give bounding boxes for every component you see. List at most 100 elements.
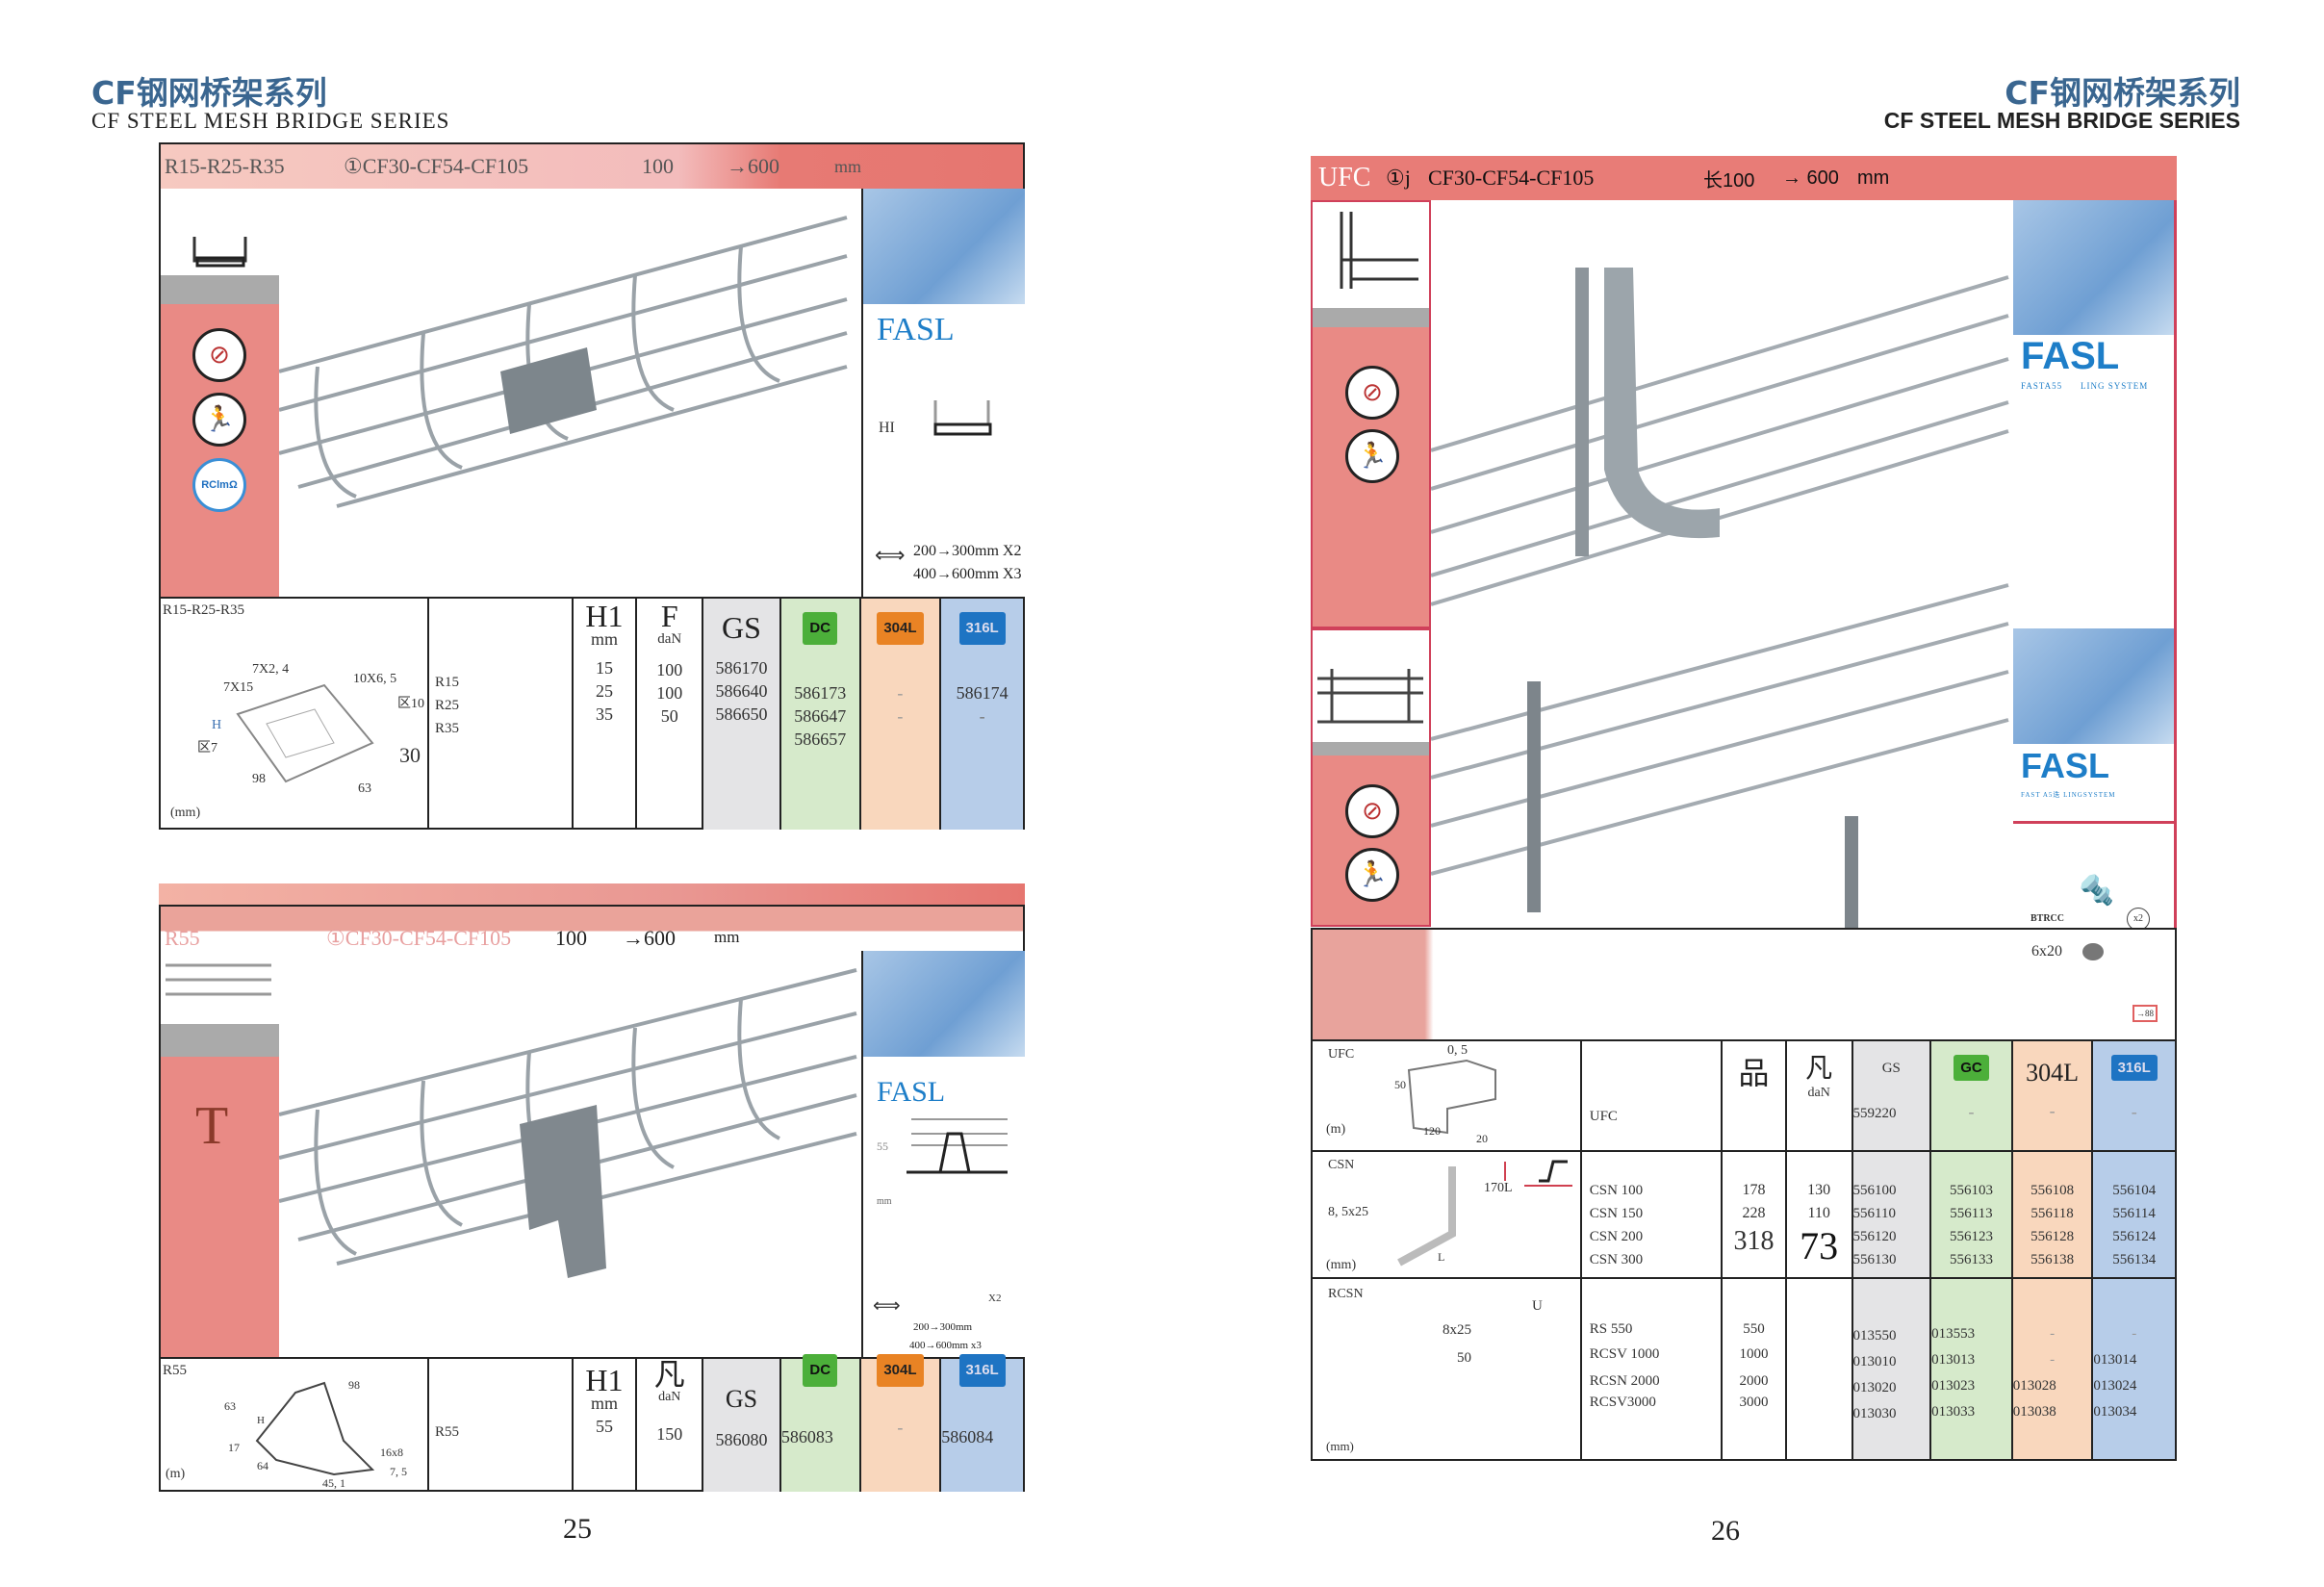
f-cell: 150 xyxy=(656,1424,683,1444)
model-cell: R25 xyxy=(435,698,460,713)
dc-cell: 586083 xyxy=(780,1427,833,1446)
s316-col: 316L - xyxy=(2093,1041,2175,1150)
header-width-from: 长100 xyxy=(1703,169,1755,192)
header-width-to: → 600 xyxy=(1782,166,1839,189)
dim: 170L xyxy=(1484,1181,1513,1195)
product-table: R15-R25-R35 7X2, 4 7X15 10X6, 5 区10 H 区7… xyxy=(161,597,1023,830)
316l-badge: 316L xyxy=(958,612,1006,645)
header-width-to: →600 xyxy=(727,154,779,178)
gc-cell: 556123 xyxy=(1949,1229,1993,1244)
drawing-cell: R15-R25-R35 7X2, 4 7X15 10X6, 5 区10 H 区7… xyxy=(161,599,430,830)
s316-cell: - xyxy=(979,706,985,726)
model-cell: RCSV 1000 xyxy=(1589,1346,1660,1362)
s304-cell: - xyxy=(897,1418,904,1437)
bracket-profile-icon xyxy=(192,237,247,268)
fasl-sub: FAST A5迭 LINGSYSTEM xyxy=(2021,791,2116,799)
drawing-label: R55 xyxy=(163,1363,188,1378)
304l-header: 304L xyxy=(2026,1059,2080,1087)
drawing-cell: RCSN U 8x25 50 (mm) xyxy=(1313,1279,1582,1459)
dim: 10X6, 5 xyxy=(353,672,397,686)
h1-cell: 35 xyxy=(595,704,613,724)
f-unit: daN xyxy=(1807,1086,1830,1100)
block-header: UFC ①j CF30-CF54-CF105 长100 → 600 mm xyxy=(1311,156,2177,200)
dim: 64 xyxy=(257,1459,268,1472)
gc-cell: 013033 xyxy=(1931,1404,1976,1420)
gs-cell: 586170 xyxy=(715,658,768,678)
dc-badge: DC xyxy=(803,1354,838,1387)
h1-cell: 25 xyxy=(595,681,613,701)
page-ref-badge: →88 xyxy=(2132,1005,2158,1022)
gs-header: GS xyxy=(725,1385,758,1413)
s304-col: 304L- xyxy=(2012,1041,2094,1150)
f-cell: 100 xyxy=(656,683,683,703)
dim: H xyxy=(257,1415,265,1426)
side-icon-column: ⊘ 🏃 RClmΩ xyxy=(161,189,279,597)
model-cell: RCSN 2000 xyxy=(1589,1373,1660,1389)
row-label: CSN xyxy=(1328,1158,1355,1172)
bolt-icon: 🔩 xyxy=(2079,875,2115,907)
fasl-panel: FASL 55 mm X2 ⟺ 200→300mm 400→600mm x3 xyxy=(861,951,1025,1357)
spacing-line-1: 200→300mm X2 xyxy=(913,543,1022,559)
s316-cell: 586084 xyxy=(941,1427,994,1446)
s316-col: 316L 586174 - xyxy=(941,599,1023,830)
fasl-panel-1: FASL FASTA55 LING SYSTEM xyxy=(2013,200,2177,628)
gc-badge: GC xyxy=(1954,1055,1989,1081)
h-cell: 2000 xyxy=(1739,1373,1769,1389)
no-tools-icon: ⊘ xyxy=(192,328,246,382)
unit-label: (m) xyxy=(1326,1122,1346,1137)
s304-col: 304L - xyxy=(860,1354,942,1492)
dim-55: 55 xyxy=(877,1139,888,1153)
f-col xyxy=(1787,1279,1853,1459)
hi-bracket-icon xyxy=(933,400,992,436)
drawing-label: R15-R25-R35 xyxy=(163,602,245,618)
s316-cell: 013034 xyxy=(2093,1404,2137,1420)
mesh-tray-image xyxy=(279,216,848,508)
fasl-banner-image xyxy=(2013,200,2174,335)
spacing-line-2: 400→600mm x3 xyxy=(909,1340,982,1351)
fasl-banner-image xyxy=(863,951,1025,1057)
f-cell: 130 xyxy=(1807,1182,1831,1198)
page-number-left: 25 xyxy=(563,1513,592,1545)
header-ref: ①CF30-CF54-CF105 xyxy=(344,154,529,178)
side-icon-column: ⊘ 🏃 xyxy=(1311,200,1431,628)
dim: 17 xyxy=(228,1441,240,1454)
316l-badge: 316L xyxy=(2110,1055,2158,1081)
h-cell: 178 xyxy=(1742,1182,1766,1198)
dim: 8, 5x25 xyxy=(1328,1205,1368,1219)
s316-col: 316L 586084 xyxy=(941,1354,1023,1492)
model-cell: CSN 150 xyxy=(1589,1206,1644,1221)
gs-cell: 556110 xyxy=(1852,1206,1896,1221)
bracket-profile-icon xyxy=(166,963,271,996)
page-number-right: 26 xyxy=(1711,1515,1740,1547)
s316-cell: 556124 xyxy=(2112,1229,2157,1244)
gs-cell: 586650 xyxy=(715,704,768,724)
dim: L xyxy=(1438,1250,1445,1264)
quick-install-icon: 🏃 xyxy=(192,393,246,447)
316l-badge: 316L xyxy=(958,1354,1006,1387)
s316-cell: - xyxy=(2131,1102,2137,1121)
gc-cell: 556113 xyxy=(1950,1206,1993,1221)
f-cell: 110 xyxy=(1807,1205,1830,1221)
model-col: R55 xyxy=(429,1359,574,1492)
s316-cell: 586174 xyxy=(956,683,1009,703)
dc-cell: 586173 xyxy=(794,683,847,703)
clip-drawing xyxy=(236,683,374,783)
dim: H xyxy=(212,718,222,732)
side-letter: T xyxy=(195,1096,229,1156)
f-cell: 100 xyxy=(656,660,683,679)
gs-header: GS xyxy=(722,610,761,645)
fasl-logo: FASL xyxy=(877,312,955,347)
gs-cell: 013020 xyxy=(1852,1380,1897,1395)
dim: 120 xyxy=(1423,1124,1441,1138)
fasl-logo: FASL xyxy=(2021,746,2110,785)
304l-badge: 304L xyxy=(877,1354,924,1387)
dim: 30 xyxy=(399,743,421,767)
s316-cell: 556104 xyxy=(2112,1183,2157,1198)
gs-cell: 013550 xyxy=(1852,1328,1897,1344)
f-cell: 50 xyxy=(660,706,678,726)
hi-label: HI xyxy=(879,420,895,436)
